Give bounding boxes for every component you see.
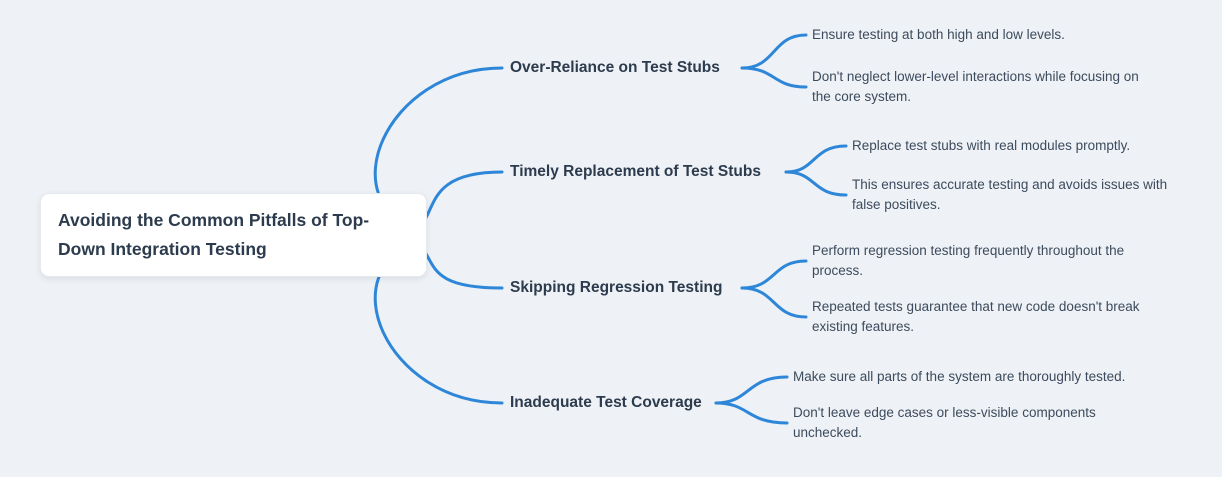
connector-branch-1-leaf-1 [740, 33, 808, 70]
root-node-title: Avoiding the Common Pitfalls of Top- Dow… [58, 210, 370, 259]
root-node[interactable]: Avoiding the Common Pitfalls of Top- Dow… [40, 193, 427, 277]
leaf-node[interactable]: This ensures accurate testing and avoids… [852, 177, 1168, 212]
branch-node-timely-replacement-of-test-stubs[interactable]: Timely Replacement of Test Stubs [510, 163, 761, 180]
connector-root-branch-2 [420, 170, 504, 226]
leaf-node[interactable]: Make sure all parts of the system are th… [793, 369, 1126, 384]
connector-branch-2-leaf-2 [784, 170, 848, 197]
connector-root-branch-3 [420, 246, 504, 290]
connector-branch-3-leaf-2 [740, 286, 808, 319]
connector-branch-3-leaf-1 [740, 259, 808, 290]
leaf-node[interactable]: Repeated tests guarantee that new code d… [812, 299, 1140, 334]
leaf-node[interactable]: Perform regression testing frequently th… [812, 243, 1125, 278]
connector-branch-2-leaf-1 [784, 144, 848, 174]
branch-node-inadequate-test-coverage[interactable]: Inadequate Test Coverage [510, 394, 702, 411]
leaf-node[interactable]: Don't neglect lower-level interactions w… [812, 69, 1139, 104]
connector-branch-1-leaf-2 [740, 66, 808, 89]
connector-branch-4-leaf-1 [714, 375, 789, 405]
branch-node-skipping-regression-testing[interactable]: Skipping Regression Testing [510, 279, 723, 296]
connector-branch-4-leaf-2 [714, 401, 789, 425]
branch-node-over-reliance-on-test-stubs[interactable]: Over-Reliance on Test Stubs [510, 59, 720, 76]
leaf-node[interactable]: Don't leave edge cases or less-visible c… [793, 405, 1096, 440]
leaf-node[interactable]: Ensure testing at both high and low leve… [812, 27, 1065, 42]
leaf-node[interactable]: Replace test stubs with real modules pro… [852, 138, 1131, 153]
